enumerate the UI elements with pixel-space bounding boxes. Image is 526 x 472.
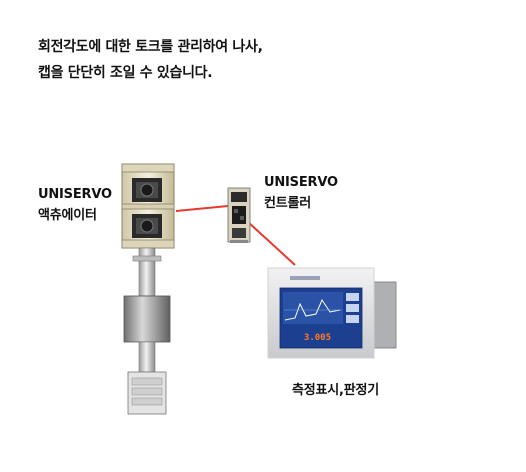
controller-label-line-1: UNISERVO bbox=[264, 175, 338, 190]
display-readout: 3.005 bbox=[304, 333, 331, 343]
actuator-label-line-2: 액츄에이터 bbox=[38, 208, 97, 223]
description: 회전각도에 대한 토크를 관리하여 나사, 캡을 단단히 조일 수 있습니다. bbox=[38, 34, 263, 86]
cable-actuator-to-controller bbox=[175, 205, 229, 212]
display-label: 측정표시,판정기 bbox=[292, 383, 380, 398]
actuator-label-line-1: UNISERVO bbox=[38, 187, 112, 202]
cable-controller-to-display bbox=[247, 221, 296, 266]
controller-label-line-2: 컨트롤러 bbox=[264, 196, 312, 211]
display-screen: 3.005 bbox=[279, 287, 363, 349]
display-unit-image: 3.005 bbox=[267, 267, 397, 359]
description-line-1: 회전각도에 대한 토크를 관리하여 나사, bbox=[38, 39, 263, 55]
actuator-label: UNISERVO 액츄에이터 bbox=[38, 184, 112, 226]
controller-label: UNISERVO 컨트롤러 bbox=[264, 172, 338, 214]
description-line-2: 캡을 단단히 조일 수 있습니다. bbox=[38, 65, 213, 81]
controller-image bbox=[227, 187, 251, 243]
actuator-image bbox=[121, 163, 175, 415]
